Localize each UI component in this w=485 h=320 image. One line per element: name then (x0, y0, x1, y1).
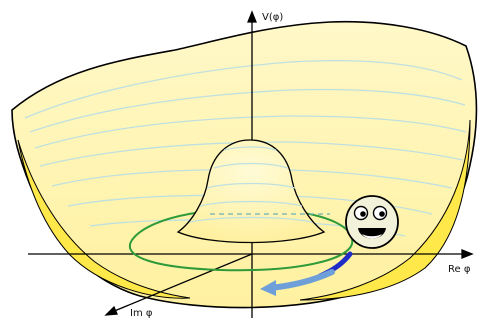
vertical-axis-arrowhead (248, 12, 256, 22)
real-axis-arrowhead (462, 250, 472, 258)
smiley-ball-icon (346, 196, 398, 248)
imaginary-axis-arrowhead (106, 307, 117, 315)
vertical-axis-label: V(φ) (262, 12, 283, 23)
imaginary-axis-label: Im φ (130, 308, 153, 319)
real-axis-label: Re φ (448, 264, 471, 275)
